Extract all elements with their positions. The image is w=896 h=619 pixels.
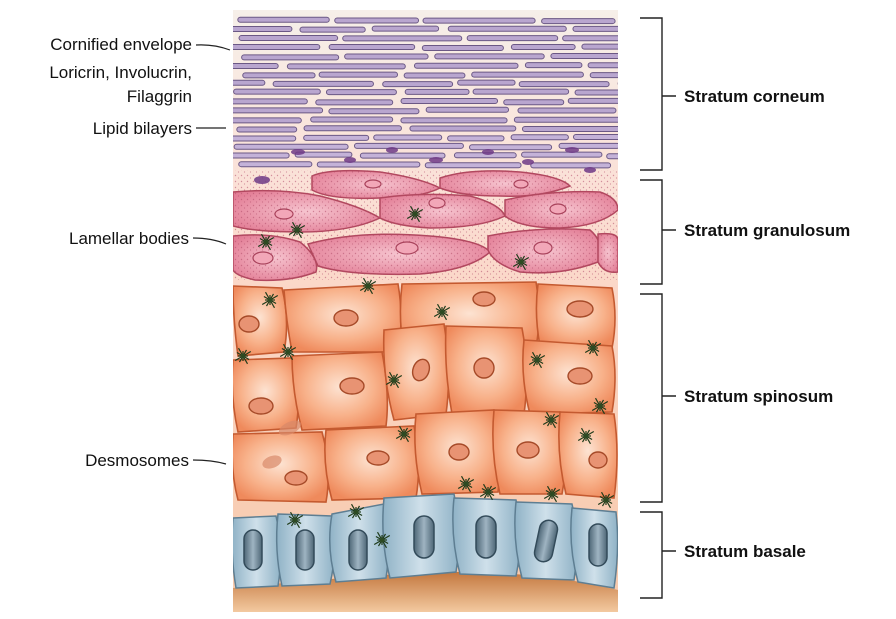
stratum-spinosum-label: Stratum spinosum — [684, 386, 833, 407]
corneocyte — [304, 126, 401, 131]
corneocyte — [383, 82, 453, 87]
corneocyte — [239, 36, 338, 41]
corneocyte — [304, 135, 369, 140]
corneocyte — [234, 89, 321, 94]
corneocyte — [519, 82, 609, 87]
corneocyte — [575, 90, 637, 95]
corneocyte — [511, 135, 568, 140]
lamellar-bodies-label: Lamellar bodies — [69, 228, 189, 249]
corneocyte — [203, 99, 307, 104]
corneocyte — [470, 145, 552, 150]
corneocyte — [607, 154, 709, 159]
corneocyte — [590, 73, 653, 78]
corneocyte — [238, 17, 329, 22]
corneocyte — [208, 153, 289, 158]
corneocyte — [354, 143, 463, 148]
corneocyte — [217, 118, 302, 123]
corneocyte — [405, 89, 469, 94]
corneocyte — [326, 90, 396, 95]
corneocyte — [319, 72, 397, 77]
corneocyte — [467, 36, 558, 41]
corneocyte — [329, 109, 419, 114]
corneocyte — [423, 18, 535, 23]
corneocyte — [563, 36, 668, 41]
corneocyte — [229, 108, 323, 113]
corneocyte — [206, 64, 279, 69]
corneocyte — [287, 64, 405, 69]
corneocyte — [448, 136, 504, 141]
corneocyte — [414, 63, 518, 68]
layer-brackets — [640, 18, 676, 598]
corneocyte — [504, 100, 564, 105]
corneocyte — [588, 63, 657, 68]
corneocyte — [458, 80, 515, 85]
corneocyte — [234, 144, 348, 149]
corneocyte — [573, 26, 690, 31]
corneocyte — [410, 126, 516, 131]
corneocyte — [568, 98, 627, 103]
corneocyte — [404, 73, 465, 78]
corneocyte — [518, 108, 616, 113]
corneocyte — [372, 26, 438, 31]
corneocyte — [316, 100, 393, 105]
corneocyte — [522, 126, 634, 131]
corneocyte — [210, 136, 295, 141]
corneocyte — [582, 44, 643, 49]
corneocyte — [243, 73, 315, 78]
corneocyte — [374, 135, 442, 140]
loricrin-label: Loricrin, Involucrin, — [49, 62, 192, 83]
corneocyte — [300, 27, 365, 32]
corneocyte — [422, 46, 503, 51]
corneocyte — [345, 54, 428, 59]
corneum-cells — [203, 17, 709, 168]
stratum-granulosum-label: Stratum granulosum — [684, 220, 850, 241]
corneocyte — [239, 162, 312, 167]
corneocyte — [311, 117, 393, 122]
corneocyte — [329, 44, 415, 49]
corneocyte — [448, 26, 566, 31]
desmosomes-label: Desmosomes — [85, 450, 189, 471]
corneocyte — [317, 162, 420, 167]
corneocyte — [472, 72, 584, 77]
corneocyte — [426, 107, 508, 112]
corneocyte — [273, 81, 373, 86]
corneocyte — [473, 89, 569, 94]
corneocyte — [573, 134, 671, 139]
stratum-basale-label: Stratum basale — [684, 541, 806, 562]
corneocyte — [542, 19, 615, 24]
corneocyte — [531, 163, 611, 168]
corneocyte — [401, 99, 498, 104]
filaggrin-label: Filaggrin — [127, 86, 192, 107]
corneocyte — [618, 81, 682, 86]
leader-lines — [193, 45, 230, 464]
cornified-envelope-label: Cornified envelope — [50, 34, 192, 55]
corneocyte — [619, 161, 701, 166]
stratum-corneum-label: Stratum corneum — [684, 86, 825, 107]
corneocyte — [343, 36, 462, 41]
corneocyte — [435, 54, 544, 59]
corneocyte — [514, 117, 633, 122]
corneocyte — [511, 44, 575, 49]
corneocyte — [242, 55, 339, 60]
corneocyte — [208, 80, 265, 85]
corneocyte — [425, 163, 521, 168]
corneocyte — [237, 127, 297, 132]
corneocyte — [525, 63, 582, 68]
corneocyte — [335, 18, 419, 23]
corneocyte — [360, 153, 445, 158]
spinosum-cells — [232, 282, 617, 502]
corneocyte — [522, 152, 602, 157]
corneocyte — [551, 53, 623, 58]
corneocyte — [401, 118, 507, 123]
granulosum-cells — [233, 170, 618, 280]
lipid-bilayers-label: Lipid bilayers — [93, 118, 192, 139]
corneocyte — [205, 26, 292, 31]
